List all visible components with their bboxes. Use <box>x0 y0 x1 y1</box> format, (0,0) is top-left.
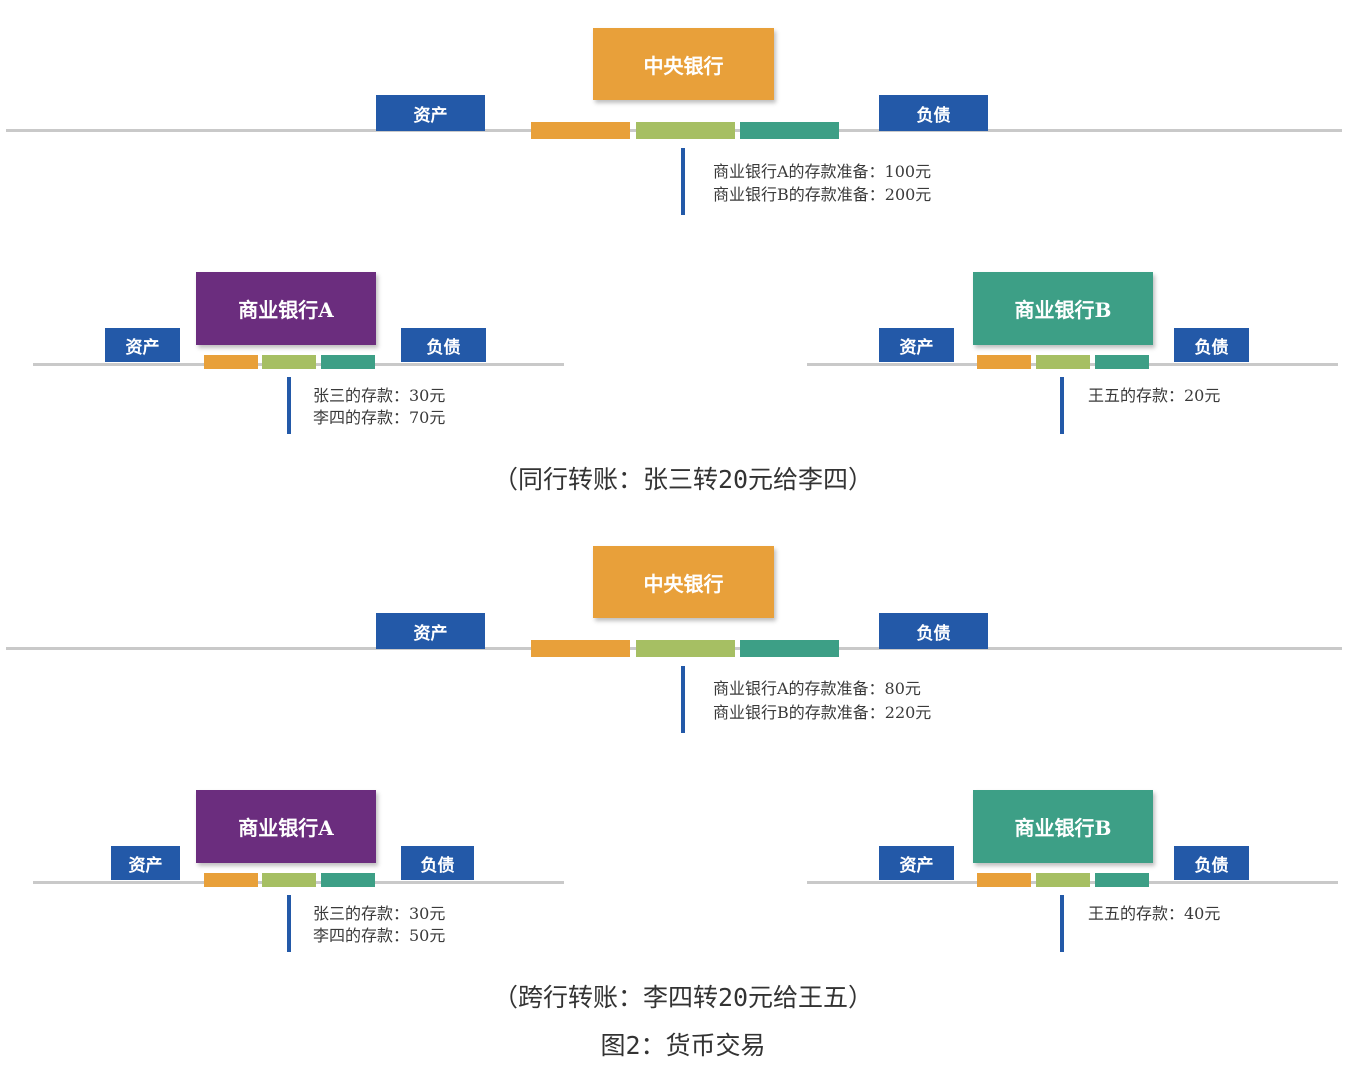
bank-a-note-1: 张三的存款：30元 <box>313 904 446 923</box>
central-bank-assets-label: 资产 <box>376 613 485 649</box>
central-bank-segment-teal <box>740 640 839 657</box>
bank-b-assets-label: 资产 <box>879 846 954 880</box>
central-bank-note-2: 商业银行B的存款准备：220元 <box>713 703 932 722</box>
scenario-2-caption: （跨行转账：李四转20元给王五） <box>492 983 874 1012</box>
bank-b-box: 商业银行B <box>973 272 1153 345</box>
bank-b-note-1: 王五的存款：20元 <box>1088 386 1221 405</box>
bank-a-liabilities-label: 负债 <box>401 846 474 880</box>
central-bank-segment-green <box>636 122 735 139</box>
central-bank-segment-green <box>636 640 735 657</box>
central-bank-assets-label: 资产 <box>376 95 485 131</box>
bank-b-segment-teal <box>1095 873 1149 887</box>
central-bank-note-1: 商业银行A的存款准备：100元 <box>713 162 932 181</box>
bank-a-note-2: 李四的存款：50元 <box>313 926 446 945</box>
bank-a-assets-label: 资产 <box>105 328 180 362</box>
bank-b-segment-orange <box>977 873 1031 887</box>
bank-a-segment-teal <box>321 355 375 369</box>
figure-caption: 图2：货币交易 <box>600 1031 766 1060</box>
bank-b-assets-label: 资产 <box>879 328 954 362</box>
bank-b-liabilities-label: 负债 <box>1174 846 1249 880</box>
bank-b-note-bar <box>1060 895 1064 952</box>
central-bank-liabilities-label: 负债 <box>879 95 988 131</box>
bank-b-segment-green <box>1036 355 1090 369</box>
central-bank-segment-teal <box>740 122 839 139</box>
central-bank-note-2: 商业银行B的存款准备：200元 <box>713 185 932 204</box>
bank-b-segment-orange <box>977 355 1031 369</box>
bank-a-segment-teal <box>321 873 375 887</box>
central-bank-box: 中央银行 <box>593 546 774 618</box>
bank-a-note-2: 李四的存款：70元 <box>313 408 446 427</box>
bank-a-liabilities-label: 负债 <box>401 328 486 362</box>
bank-b-note-bar <box>1060 377 1064 434</box>
bank-a-segment-orange <box>204 873 258 887</box>
bank-a-note-bar <box>287 377 291 434</box>
bank-a-segment-green <box>262 873 316 887</box>
bank-a-assets-label: 资产 <box>111 846 180 880</box>
central-bank-segment-orange <box>531 640 630 657</box>
bank-a-box: 商业银行A <box>196 272 376 345</box>
bank-a-segment-green <box>262 355 316 369</box>
central-bank-segment-orange <box>531 122 630 139</box>
bank-b-segment-teal <box>1095 355 1149 369</box>
bank-b-box: 商业银行B <box>973 790 1153 863</box>
central-bank-box: 中央银行 <box>593 28 774 100</box>
bank-a-box: 商业银行A <box>196 790 376 863</box>
bank-a-segment-orange <box>204 355 258 369</box>
central-bank-note-bar <box>681 666 685 733</box>
bank-b-note-1: 王五的存款：40元 <box>1088 904 1221 923</box>
central-bank-note-1: 商业银行A的存款准备：80元 <box>713 679 921 698</box>
bank-a-note-1: 张三的存款：30元 <box>313 386 446 405</box>
scenario-1-caption: （同行转账：张三转20元给李四） <box>492 465 874 494</box>
central-bank-liabilities-label: 负债 <box>879 613 988 649</box>
bank-a-note-bar <box>287 895 291 952</box>
central-bank-note-bar <box>681 148 685 215</box>
bank-b-liabilities-label: 负债 <box>1174 328 1249 362</box>
bank-b-segment-green <box>1036 873 1090 887</box>
